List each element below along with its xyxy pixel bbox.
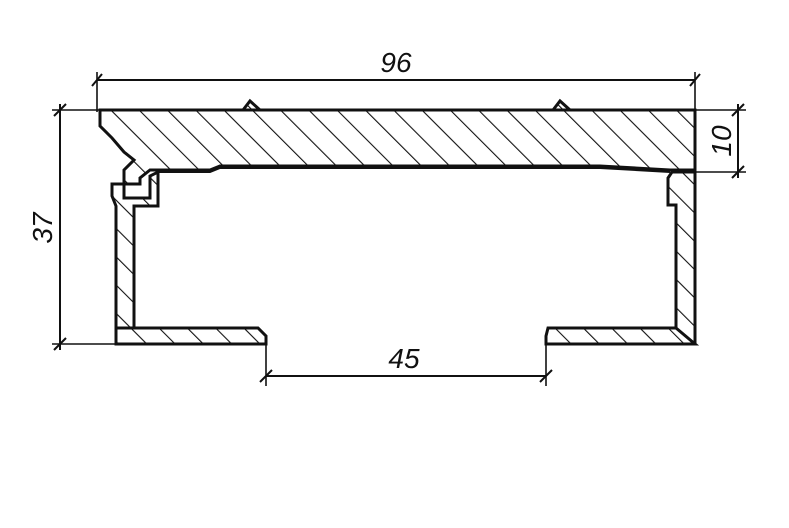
- dimension-label-top-thickness: 10: [706, 125, 737, 157]
- top-plate-section: [98, 108, 697, 186]
- dimension-label-bottom-opening: 45: [388, 343, 420, 374]
- dimension-label-overall-width: 96: [380, 47, 412, 78]
- dimension-top-thickness: 10: [695, 103, 746, 179]
- right-wall-section: [666, 170, 697, 346]
- inner-cavity-outline: [158, 167, 671, 173]
- bottom-right-flange: [544, 326, 700, 346]
- dimension-label-overall-height: 37: [27, 211, 58, 244]
- dimension-overall-width: 96: [91, 47, 701, 112]
- top-ridge-right: [549, 98, 574, 112]
- top-ridge-left: [239, 98, 264, 112]
- left-wall-section: [110, 169, 160, 330]
- bottom-left-flange: [114, 326, 268, 346]
- dimension-overall-height: 37: [27, 103, 116, 351]
- dimension-bottom-opening: 45: [259, 336, 553, 386]
